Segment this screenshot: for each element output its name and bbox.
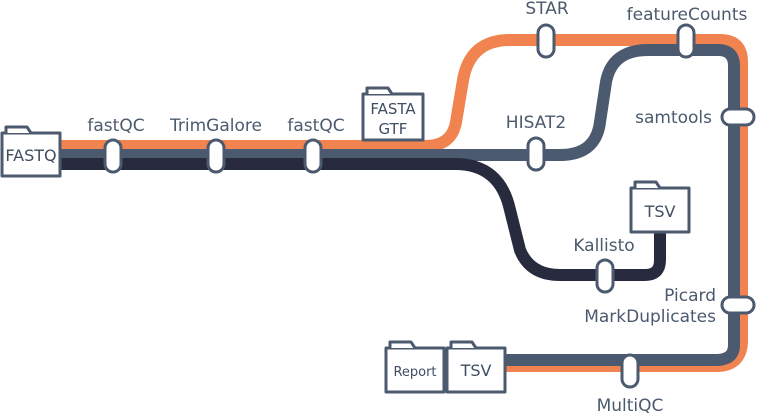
featurecounts-stop (676, 23, 696, 59)
report-file-label: Report (393, 365, 436, 380)
multiqc-stop (620, 353, 640, 389)
samtools-label: samtools (635, 108, 712, 128)
kallisto-label: Kallisto (573, 236, 634, 256)
star-stop (536, 23, 556, 59)
fasta-gtf-file-icon: FASTA GTF (361, 86, 425, 142)
report-file-icon: Report (384, 340, 446, 394)
star-label: STAR (525, 0, 568, 19)
fastqc-2-label: fastQC (287, 116, 344, 136)
gtf-file-label: GTF (379, 120, 408, 138)
trimgalore-label: TrimGalore (169, 116, 262, 136)
samtools-stop (720, 107, 756, 127)
picard-stop (720, 295, 756, 315)
multiqc-label: MultiQC (597, 396, 664, 416)
kallisto-line (54, 158, 666, 281)
final-tsv-file-icon: TSV (445, 340, 507, 394)
fastqc-1-label: fastQC (87, 116, 144, 136)
hisat2-stop (526, 136, 546, 172)
picard-label-line2: MarkDuplicates (584, 307, 716, 327)
kallisto-tsv-label: TSV (644, 202, 676, 221)
star-line (54, 34, 748, 372)
featurecounts-label: featureCounts (627, 5, 748, 25)
fastqc-2-stop (303, 138, 323, 174)
fastqc-1-stop (103, 138, 123, 174)
kallisto-tsv-file-icon: TSV (629, 180, 691, 234)
fastq-file-label: FASTQ (5, 146, 56, 165)
picard-label-line1: Picard (664, 286, 716, 306)
fasta-file-label: FASTA (370, 100, 416, 118)
hisat2-label: HISAT2 (506, 113, 566, 133)
final-tsv-label: TSV (460, 361, 492, 380)
fastq-file-icon: FASTQ (0, 125, 62, 178)
kallisto-stop (595, 258, 615, 294)
trimgalore-stop (206, 138, 226, 174)
